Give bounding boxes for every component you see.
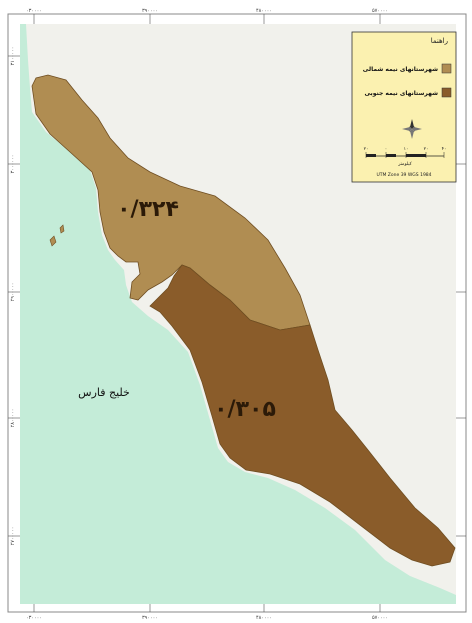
tick-label-left: ۲۸۰۰۰۰۰: [10, 409, 16, 428]
scale-tick-label: ۲۰: [364, 147, 369, 152]
tick-label-top: ۴۸۰۰۰۰: [256, 8, 272, 14]
island-2: [59, 224, 65, 234]
tick-label-left: ۳۱۰۰۰۰۰: [10, 47, 16, 66]
scale-tick-label: ۲۰: [424, 147, 429, 152]
north-region-value: ۰/۳۲۴: [117, 197, 179, 222]
persian-gulf-sea: [20, 24, 456, 604]
frame-ticks: ۰۳۰۰۰۰ ۳۹۰۰۰۰ ۴۸۰۰۰۰ ۵۷۰۰۰۰ ۰۳۰۰۰۰ ۳۹۰۰۰…: [8, 8, 466, 621]
tick-label-bottom: ۵۷۰۰۰۰: [372, 615, 388, 621]
tick-label-top: ۳۹۰۰۰۰: [142, 8, 158, 14]
scale-tick-label: ۱۰: [404, 147, 409, 152]
south-region: [149, 264, 456, 567]
legend: راهنما شهرستانهای نیمه شمالی شهرستانهای …: [351, 31, 457, 183]
scale-unit: کیلومتر: [397, 161, 412, 167]
tick-label-left: ۲۷۰۰۰۰۰: [10, 527, 16, 546]
legend-label-south: شهرستانهای نیمه جنوبی: [364, 90, 438, 97]
north-arrow-icon: [402, 119, 422, 139]
south-region-value: ۰/۳۰۵: [214, 397, 276, 422]
tick-label-left: ۳۰۰۰۰۰۰: [10, 155, 16, 174]
legend-title: راهنما: [431, 37, 448, 45]
legend-swatch-north: [441, 63, 452, 74]
island-1: [49, 235, 57, 247]
tick-label-bottom: ۰۳۰۰۰۰: [26, 615, 42, 621]
tick-label-top: ۰۳۰۰۰۰: [26, 8, 42, 14]
scale-bar: ۴۰ ۲۰ ۱۰ ۰ ۲۰ کیلومتر: [364, 147, 447, 167]
legend-label-north: شهرستانهای نیمه شمالی: [363, 66, 438, 73]
tick-label-bottom: ۴۸۰۰۰۰: [256, 615, 272, 621]
legend-swatch-south: [441, 87, 452, 98]
scale-tick-label: ۴۰: [442, 147, 447, 152]
sea-label: خلیج فارس: [78, 386, 130, 399]
tick-label-bottom: ۳۹۰۰۰۰: [142, 615, 158, 621]
projection-label: UTM Zone 39 WGS 1984: [376, 172, 431, 178]
tick-label-left: ۲۹۰۰۰۰۰: [10, 283, 16, 302]
legend-box: [351, 31, 457, 183]
scale-tick-label: ۰: [385, 147, 387, 152]
tick-label-top: ۵۷۰۰۰۰: [372, 8, 388, 14]
